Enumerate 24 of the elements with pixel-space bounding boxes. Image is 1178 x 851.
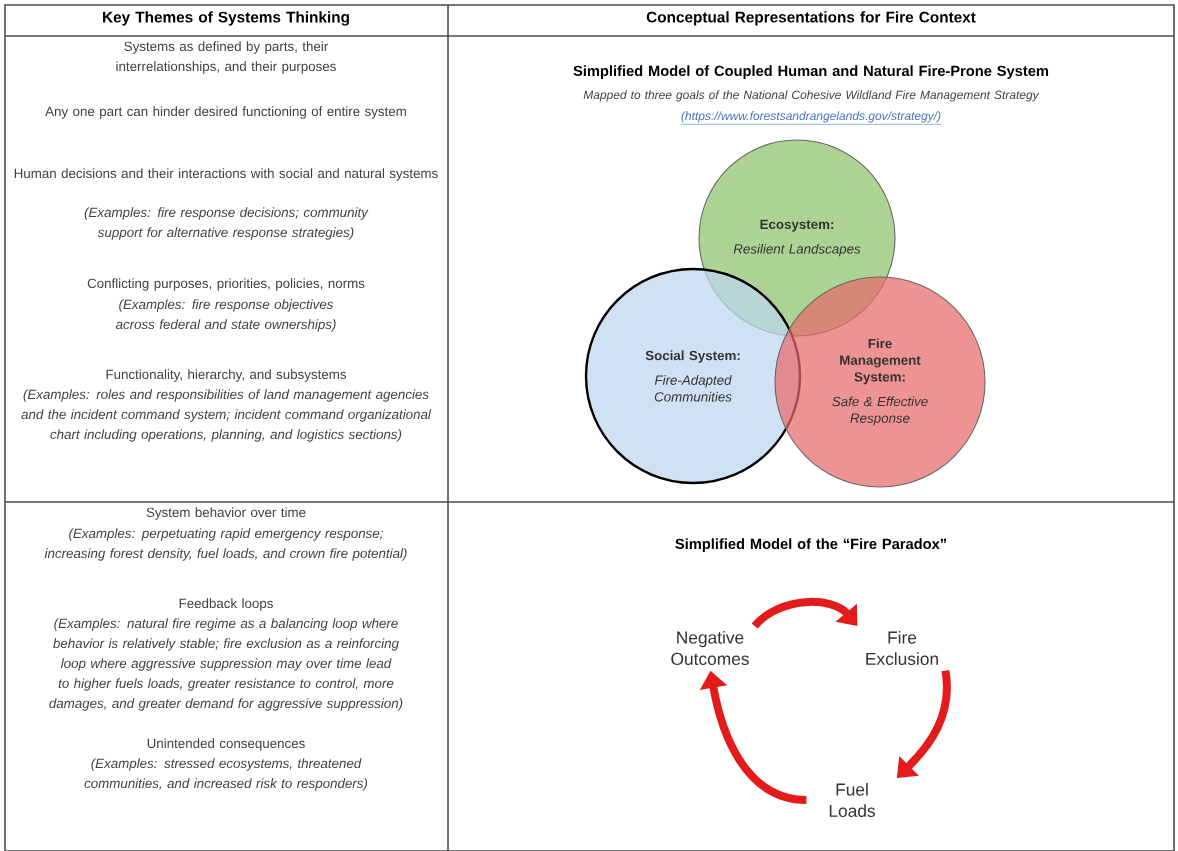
example-text: (Examples: natural fire regime as a balancing loop where behavior is relatively stable; fire exclusion as a reinforcing loop where aggressive suppression may over time lead to higher fuels loads, greater resistance to control, more damages, and greater demand for aggressive suppression) [49, 618, 403, 711]
column-header: Conceptual Representations for Fire Context [646, 11, 976, 26]
theme-text: Functionality, hierarchy, and subsystems [106, 369, 347, 382]
example-text: (Examples: perpetuating rapid emergency response; increasing forest density, fuel loads, and crown fire potential) [44, 528, 407, 561]
subtitle: Mapped to three goals of the National Cohesive Wildland Fire Management Strategy [583, 90, 1040, 102]
chart-title: Simplified Model of Coupled Human and Natural Fire-Prone System [573, 65, 1049, 79]
column-header: Key Themes of Systems Thinking [103, 11, 349, 26]
theme-text: Any one part can hinder desired functioning of entire system [45, 106, 406, 119]
theme-text: System behavior over time [146, 507, 306, 520]
theme-text: Systems as defined by parts, their interrelationships, and their purposes [116, 41, 336, 74]
example-text: (Examples: stressed ecosystems, threatened communities, and increased risk to responders) [84, 758, 368, 791]
cycle-label: Fuel Loads [829, 782, 875, 818]
example-text: (Examples: fire response objectives across federal and state ownerships) [115, 299, 336, 332]
example-text: (Examples: fire response decisions; community support for alternative response strategies) [84, 207, 369, 240]
cycle-label: Negative Outcomes [671, 630, 749, 666]
example-text: (Examples: roles and responsibilities of land management agencies and the incident command system; incident command organizational chart including operations, planning, and logistics sections) [21, 389, 432, 442]
curved-arrow [751, 597, 858, 629]
chart-title: Simplified Model of the “Fire Paradox” [675, 538, 946, 552]
theme-text: Conflicting purposes, priorities, policies, norms [87, 278, 365, 291]
theme-text: Unintended consequences [147, 738, 305, 751]
cycle-label: Fire Exclusion [866, 630, 938, 666]
theme-text: Human decisions and their interactions with social and natural systems [14, 168, 438, 181]
theme-text: Feedback loops [179, 598, 273, 611]
link-text: (https://www.forestsandrangelands.gov/strategy/) [680, 111, 942, 125]
